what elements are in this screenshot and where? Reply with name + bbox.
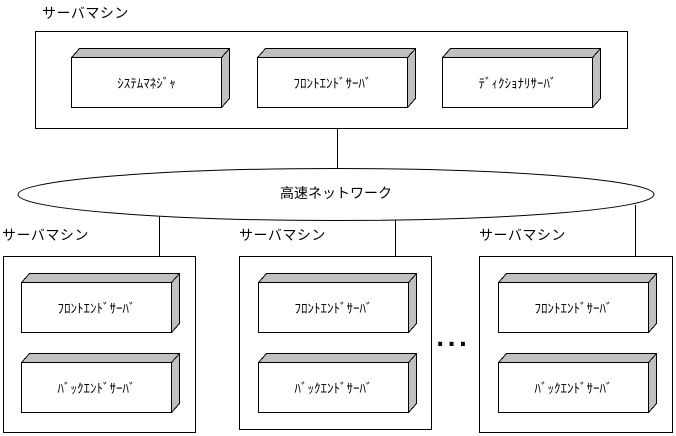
box3d-shape xyxy=(21,273,180,333)
network-ellipse xyxy=(17,168,655,221)
backend-server-box-c3: ﾊﾞｯｸｴﾝﾄﾞｻｰﾊﾞ xyxy=(498,353,657,413)
box3d-shape xyxy=(498,353,657,413)
box3d-shape xyxy=(257,48,416,108)
system-manager-box: ｼｽﾃﾑﾏﾈｼﾞｬ xyxy=(71,48,230,108)
more-machines-ellipsis: ... xyxy=(436,327,471,352)
box3d-shape xyxy=(498,273,657,333)
frontend-server-label: ﾌﾛﾝﾄｴﾝﾄﾞｻｰﾊﾞ xyxy=(534,302,613,317)
system-manager-label: ｼｽﾃﾑﾏﾈｼﾞｬ xyxy=(117,77,176,92)
frontend-server-box-top: ﾌﾛﾝﾄｴﾝﾄﾞｻｰﾊﾞ xyxy=(257,48,416,108)
frontend-server-label: ﾌﾛﾝﾄｴﾝﾄﾞｻｰﾊﾞ xyxy=(293,77,372,92)
dictionary-server-label: ﾃﾞｨｸｼｮﾅﾘｻｰﾊﾞ xyxy=(478,77,557,92)
backend-server-box-c1: ﾊﾞｯｸｴﾝﾄﾞｻｰﾊﾞ xyxy=(21,353,180,413)
box3d-shape xyxy=(258,273,417,333)
top-machine-label: サーバマシン xyxy=(42,6,129,22)
frontend-server-label: ﾌﾛﾝﾄｴﾝﾄﾞｻｰﾊﾞ xyxy=(57,302,136,317)
frontend-server-box-c3: ﾌﾛﾝﾄｴﾝﾄﾞｻｰﾊﾞ xyxy=(498,273,657,333)
backend-server-label: ﾊﾞｯｸｴﾝﾄﾞｻｰﾊﾞ xyxy=(57,382,136,397)
frontend-server-box-c1: ﾌﾛﾝﾄｴﾝﾄﾞｻｰﾊﾞ xyxy=(21,273,180,333)
backend-server-label: ﾊﾞｯｸｴﾝﾄﾞｻｰﾊﾞ xyxy=(294,382,373,397)
box3d-shape xyxy=(21,353,180,413)
cluster-2-label: サーバマシン xyxy=(239,228,326,244)
box3d-shape xyxy=(258,353,417,413)
backend-server-label: ﾊﾞｯｸｴﾝﾄﾞｻｰﾊﾞ xyxy=(534,382,613,397)
frontend-server-label: ﾌﾛﾝﾄｴﾝﾄﾞｻｰﾊﾞ xyxy=(294,302,373,317)
frontend-server-box-c2: ﾌﾛﾝﾄｴﾝﾄﾞｻｰﾊﾞ xyxy=(258,273,417,333)
cluster-1-label: サーバマシン xyxy=(2,228,89,244)
cluster-3-label: サーバマシン xyxy=(479,228,566,244)
box3d-shape xyxy=(442,48,601,108)
backend-server-box-c2: ﾊﾞｯｸｴﾝﾄﾞｻｰﾊﾞ xyxy=(258,353,417,413)
box3d-shape xyxy=(71,48,230,108)
network-label: 高速ネットワーク xyxy=(280,186,392,202)
dictionary-server-box: ﾃﾞｨｸｼｮﾅﾘｻｰﾊﾞ xyxy=(442,48,601,108)
